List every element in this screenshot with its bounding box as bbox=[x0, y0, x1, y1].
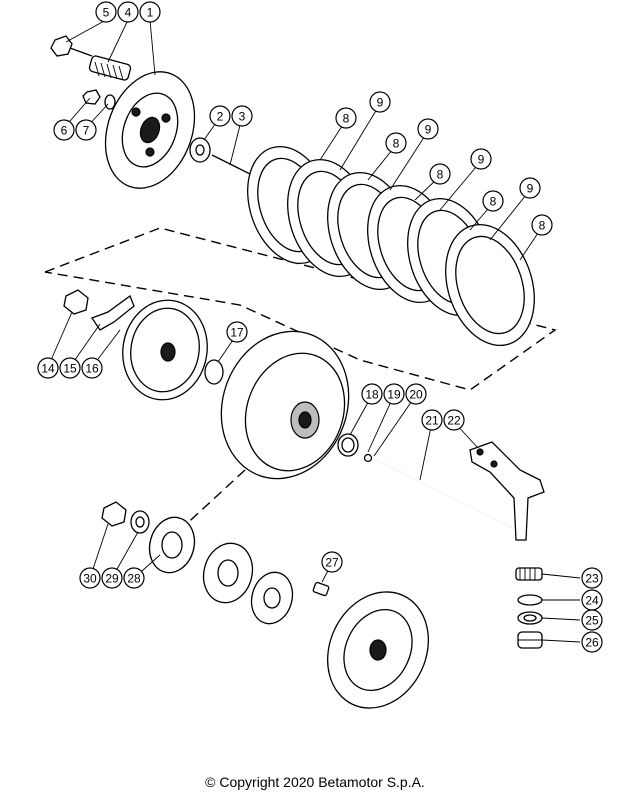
hub-nut bbox=[63, 289, 89, 315]
callout-label: 15 bbox=[63, 362, 77, 376]
needle-bearing bbox=[204, 359, 224, 385]
callout-28: 28 bbox=[123, 567, 145, 589]
callout-label: 20 bbox=[409, 388, 423, 402]
callout-label: 5 bbox=[103, 6, 110, 20]
callout-8: 8 bbox=[335, 107, 357, 129]
lock-washer bbox=[91, 294, 135, 331]
callout-30: 30 bbox=[79, 567, 101, 589]
intermediate-gear bbox=[202, 542, 254, 604]
pressure-plate bbox=[104, 71, 196, 189]
callout-3: 3 bbox=[231, 105, 253, 127]
callout-label: 22 bbox=[447, 414, 461, 428]
woodruff-key bbox=[312, 581, 330, 597]
clutch-disc-stack bbox=[247, 145, 535, 347]
release-shaft bbox=[375, 459, 529, 536]
callout-26: 26 bbox=[581, 631, 603, 653]
callout-9: 9 bbox=[519, 177, 541, 199]
callout-9: 9 bbox=[470, 148, 492, 170]
callout-9: 9 bbox=[369, 91, 391, 113]
callout-27: 27 bbox=[321, 551, 343, 573]
callout-17: 17 bbox=[226, 321, 248, 343]
callout-label: 28 bbox=[127, 572, 141, 586]
clutch-spring bbox=[88, 55, 132, 81]
callout-8: 8 bbox=[531, 214, 553, 236]
callout-label: 2 bbox=[217, 110, 224, 124]
callout-label: 8 bbox=[343, 112, 350, 126]
callout-9: 9 bbox=[417, 118, 439, 140]
callout-16: 16 bbox=[81, 357, 103, 379]
callout-6: 6 bbox=[53, 119, 75, 141]
callout-label: 30 bbox=[83, 572, 97, 586]
callout-label: 4 bbox=[125, 6, 132, 20]
callout-label: 8 bbox=[393, 137, 400, 151]
gear-nut bbox=[101, 501, 127, 527]
callout-label: 21 bbox=[425, 414, 439, 428]
o-ring bbox=[337, 433, 359, 457]
callout-label: 1 bbox=[147, 6, 154, 20]
drive-gear bbox=[148, 516, 196, 574]
callout-15: 15 bbox=[59, 357, 81, 379]
callout-23: 23 bbox=[581, 567, 603, 589]
callout-22: 22 bbox=[443, 409, 465, 431]
callout-8: 8 bbox=[385, 132, 407, 154]
dashed-link bbox=[179, 469, 246, 531]
callout-label: 27 bbox=[325, 556, 339, 570]
steel-ball bbox=[363, 453, 373, 463]
return-spring bbox=[515, 567, 543, 581]
callout-2: 2 bbox=[209, 105, 231, 127]
copyright-notice: © Copyright 2020 Betamotor S.p.A. bbox=[205, 774, 425, 790]
thrust-bearing bbox=[189, 137, 211, 163]
callout-4: 4 bbox=[117, 1, 139, 23]
callout-label: 19 bbox=[387, 388, 401, 402]
callout-label: 29 bbox=[105, 572, 119, 586]
callout-label: 8 bbox=[437, 168, 444, 182]
callout-20: 20 bbox=[405, 383, 427, 405]
callout-19: 19 bbox=[383, 383, 405, 405]
callout-25: 25 bbox=[581, 609, 603, 631]
callout-label: 18 bbox=[365, 388, 379, 402]
callout-18: 18 bbox=[361, 383, 383, 405]
callout-label: 25 bbox=[585, 614, 599, 628]
clutch-bolt bbox=[50, 35, 93, 57]
callout-29: 29 bbox=[101, 567, 123, 589]
callout-21: 21 bbox=[421, 409, 443, 431]
callout-label: 9 bbox=[478, 153, 485, 167]
callout-label: 16 bbox=[85, 362, 99, 376]
clutch-basket bbox=[220, 330, 350, 480]
release-lever bbox=[469, 441, 545, 541]
callout-1: 1 bbox=[139, 1, 161, 23]
callout-label: 17 bbox=[230, 326, 244, 340]
callout-label: 9 bbox=[425, 123, 432, 137]
balancer-shaft bbox=[299, 591, 430, 709]
balancer-gear bbox=[250, 571, 294, 625]
callout-label: 14 bbox=[41, 362, 55, 376]
callout-label: 23 bbox=[585, 572, 599, 586]
callout-label: 3 bbox=[239, 110, 246, 124]
washer bbox=[104, 94, 116, 110]
callout-8: 8 bbox=[429, 163, 451, 185]
callout-7: 7 bbox=[75, 119, 97, 141]
circlip bbox=[517, 594, 543, 606]
callout-label: 6 bbox=[61, 124, 68, 138]
callout-24: 24 bbox=[581, 589, 603, 611]
callout-label: 26 bbox=[585, 636, 599, 650]
callout-14: 14 bbox=[37, 357, 59, 379]
gear-washer bbox=[130, 510, 150, 534]
callout-label: 9 bbox=[377, 96, 384, 110]
callout-label: 7 bbox=[83, 124, 90, 138]
clutch-pack-frame bbox=[44, 227, 557, 391]
clutch-exploded-diagram: 5416723898989898171415161819202122273029… bbox=[37, 1, 603, 709]
callout-label: 8 bbox=[539, 219, 546, 233]
callout-label: 24 bbox=[585, 594, 599, 608]
callout-label: 8 bbox=[490, 195, 497, 209]
nut bbox=[82, 89, 101, 105]
callout-label: 9 bbox=[527, 182, 534, 196]
lever-bearing bbox=[517, 631, 543, 649]
callout-8: 8 bbox=[482, 190, 504, 212]
callout-5: 5 bbox=[95, 1, 117, 23]
primary-driven-gear bbox=[122, 299, 208, 401]
seal-ring bbox=[517, 611, 543, 625]
